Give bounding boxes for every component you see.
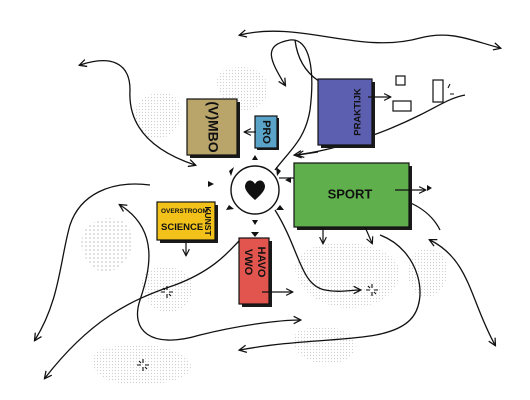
connector <box>298 152 319 155</box>
dotted-background-shapes <box>81 66 448 385</box>
flow-arrow <box>295 94 466 155</box>
vmbo-label: (V)MBO <box>205 101 221 152</box>
dot-blob <box>407 249 448 298</box>
flow-arrow <box>274 209 360 291</box>
pro-box[interactable]: PRO <box>254 115 279 150</box>
box-fill <box>186 98 238 156</box>
sport-arrow-down <box>364 226 372 243</box>
triangle-marker <box>226 205 234 210</box>
flow-arrow <box>120 205 300 341</box>
vwo-label: VWO <box>242 249 254 276</box>
praktijk-label: PRAKTIJK <box>353 88 364 136</box>
triangle-marker <box>276 167 281 176</box>
vmbo-box[interactable]: (V)MBO <box>186 98 240 158</box>
dot-blob <box>91 344 192 385</box>
box-fill <box>317 78 373 146</box>
sport-label: SPORT <box>328 186 373 201</box>
small-outline-shapes <box>392 75 444 112</box>
small-rectangle <box>392 100 412 112</box>
dot-blob <box>81 217 133 272</box>
kunst-label: KUNST <box>203 206 213 236</box>
triangle-marker <box>252 155 258 160</box>
triangle-marker <box>251 232 259 237</box>
overstroom-label: OVERSTROOM <box>161 208 208 215</box>
dot-blob <box>295 242 400 308</box>
sparkle-icon <box>137 359 149 371</box>
flow-arrow <box>240 31 500 48</box>
havo-vwo-box[interactable]: HAVO VWO <box>238 237 272 307</box>
hub-connectors <box>279 152 319 179</box>
box-fill <box>238 237 270 305</box>
small-rectangle <box>432 79 444 103</box>
flow-arrow <box>270 39 313 171</box>
flow-arrow <box>240 234 421 350</box>
flow-arrow <box>430 240 495 345</box>
flow-arrow <box>35 183 151 340</box>
pro-label: PRO <box>260 120 272 144</box>
science-label: SCIENCE <box>161 222 203 233</box>
sparkle-icon <box>161 286 173 298</box>
triangle-marker <box>208 181 214 187</box>
triangle-marker <box>276 205 284 210</box>
triangle-marker <box>252 220 258 225</box>
praktijk-box[interactable]: PRAKTIJK <box>317 78 375 148</box>
box-fill <box>156 201 216 241</box>
science-kunst-box[interactable]: OVERSTROOM SCIENCE KUNST <box>156 201 218 243</box>
dot-blob <box>293 326 356 365</box>
small-square <box>395 75 406 86</box>
center-hub[interactable] <box>208 155 432 237</box>
flow-arrow <box>80 61 195 165</box>
sparkle-icon <box>366 284 378 296</box>
havo-label: HAVO <box>255 247 267 278</box>
sport-box[interactable]: SPORT <box>293 162 412 230</box>
triangle-marker <box>229 167 234 176</box>
triangle-marker <box>427 185 432 191</box>
heart-icon <box>245 180 265 200</box>
box-fill <box>293 162 410 228</box>
